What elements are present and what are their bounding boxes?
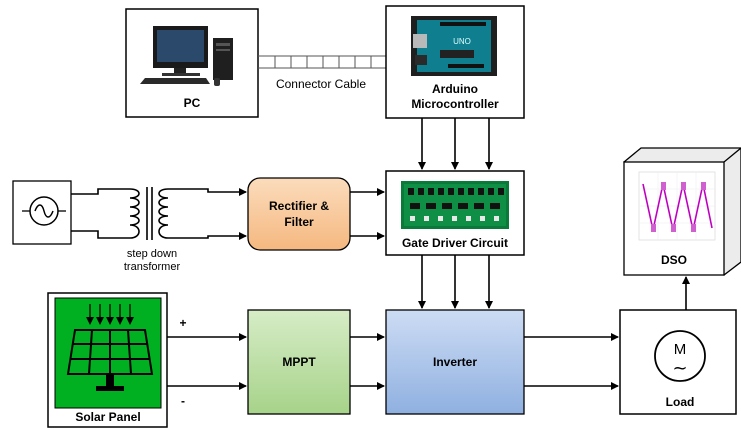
arduino-label-line2: Microcontroller <box>411 97 499 111</box>
arduino-board-icon: UNO <box>411 16 497 76</box>
ac-source-block <box>12 180 72 245</box>
sun-rays-icon <box>86 304 134 325</box>
transformer-to-rectifier-arrows <box>168 188 247 240</box>
rectifier-label-line2: Filter <box>284 215 314 229</box>
svg-text:UNO: UNO <box>453 37 471 46</box>
arduino-block: UNO Arduino Microcontroller <box>385 5 525 119</box>
arduino-to-gate-arrows <box>418 118 493 170</box>
rectifier-to-gate-arrows <box>350 188 385 240</box>
rectifier-label-line1: Rectifier & <box>269 199 329 213</box>
dso-label: DSO <box>661 253 687 267</box>
computer-icon <box>140 26 233 86</box>
positive-terminal-label: + <box>179 316 186 330</box>
connector-cable: Connector Cable <box>258 55 386 91</box>
load-block: M ~ Load <box>619 309 737 415</box>
motor-icon: M ~ <box>654 330 706 382</box>
motor-letter: M <box>674 341 687 358</box>
solar-panel-block: Solar Panel <box>47 292 168 428</box>
oscilloscope-waveform-icon <box>638 171 716 241</box>
solar-to-mppt-arrows: + - <box>167 316 247 408</box>
transformer-label-line2: transformer <box>124 261 181 273</box>
load-label: Load <box>666 395 695 409</box>
pc-label: PC <box>184 96 201 110</box>
gate-driver-label: Gate Driver Circuit <box>402 236 508 250</box>
connector-cable-label: Connector Cable <box>276 77 366 91</box>
inverter-block: Inverter <box>385 309 525 415</box>
pcb-board-icon <box>401 181 509 229</box>
gate-to-inverter-arrows <box>418 255 493 309</box>
mppt-to-inverter-arrows <box>350 333 385 390</box>
inverter-label: Inverter <box>433 355 477 369</box>
arduino-label-line1: Arduino <box>432 82 478 96</box>
solar-panel-label: Solar Panel <box>75 410 140 424</box>
negative-terminal-label: - <box>181 394 185 408</box>
motor-ac-symbol: ~ <box>672 358 687 379</box>
step-down-transformer: step down transformer <box>124 187 181 273</box>
gate-driver-block: Gate Driver Circuit <box>385 170 525 256</box>
pc-block: PC <box>125 8 259 118</box>
dso-block: DSO <box>623 147 741 276</box>
inverter-to-load-arrows <box>524 333 619 390</box>
mppt-block: MPPT <box>247 309 351 415</box>
transformer-label-line1: step down <box>127 248 177 260</box>
mppt-label: MPPT <box>282 355 316 369</box>
ac-wires <box>71 188 130 239</box>
rectifier-filter-block: Rectifier & Filter <box>247 177 351 251</box>
solar-cells-icon <box>66 329 154 391</box>
